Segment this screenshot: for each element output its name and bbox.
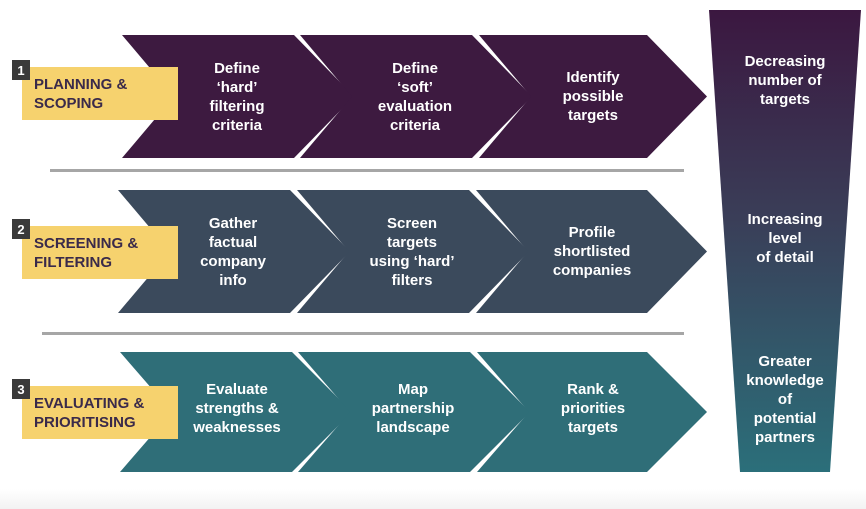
phase-2-number: 2	[12, 219, 30, 239]
phase-2-label: SCREENING & FILTERING	[22, 226, 178, 279]
funnel-text-3: Greater knowledge of potential partners	[746, 353, 824, 446]
phase-1-step-1-text: Define ‘hard’ filtering criteria	[209, 59, 265, 134]
divider-1	[50, 169, 684, 172]
bottom-shade	[0, 489, 866, 509]
phase-2-step-2-chevron: Screen targets using ‘hard’ filters	[297, 190, 529, 313]
phase-3-label: EVALUATING & PRIORITISING	[22, 386, 178, 439]
funnel-shape	[709, 10, 861, 472]
phase-1-step-1-chevron: Define ‘hard’ filtering criteria	[122, 35, 354, 158]
phase-2-step-3-chevron: Profile shortlisted companies	[476, 190, 707, 313]
phase-1-number: 1	[12, 60, 30, 80]
phase-2-step-2-text: Screen targets using ‘hard’ filters	[369, 214, 455, 289]
phase-3-step-2-text: Map partnership landscape	[371, 380, 455, 436]
divider-2	[42, 332, 684, 335]
phase-3-step-3-chevron: Rank & priorities targets	[477, 352, 707, 472]
phase-3-number: 3	[12, 379, 30, 399]
phase-3-step-3-text: Rank & priorities targets	[560, 380, 626, 436]
phase-3-step-1-text: Evaluate strengths & weaknesses	[193, 380, 281, 436]
phase-3-step-1-chevron: Evaluate strengths & weaknesses	[120, 352, 352, 472]
phase-1-step-3-text: Identify possible targets	[562, 69, 624, 124]
phase-3-step-2-chevron: Map partnership landscape	[298, 352, 530, 472]
phase-1-label: PLANNING & SCOPING	[22, 67, 178, 120]
phase-1-step-2-chevron: Define ‘soft’ evaluation criteria	[300, 35, 532, 158]
phase-2-step-1-text: Gather factual company info	[200, 214, 266, 289]
phase-1-step-2-text: Define ‘soft’ evaluation criteria	[377, 59, 453, 134]
phase-2-step-1-chevron: Gather factual company info	[118, 190, 350, 313]
phase-2-step-3-text: Profile shortlisted companies	[552, 224, 632, 279]
funnel-text-2: Increasing level of detail	[747, 211, 823, 266]
phase-1-step-3-chevron: Identify possible targets	[479, 35, 707, 158]
funnel-text-1: Decreasing number of targets	[744, 53, 826, 108]
